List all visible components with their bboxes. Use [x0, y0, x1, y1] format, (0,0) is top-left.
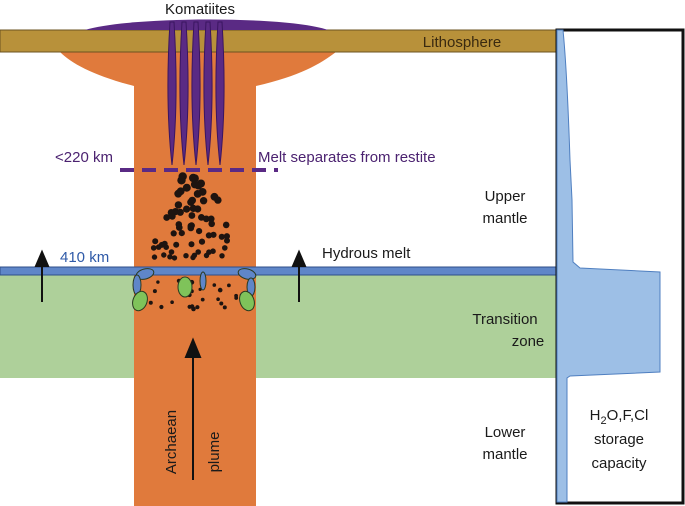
storage-label: storage: [594, 431, 644, 448]
transition-zone-band: [0, 275, 557, 378]
capacity-label: capacity: [591, 455, 647, 472]
melt-droplet: [163, 214, 171, 221]
melt-droplet: [174, 189, 183, 198]
melt-droplet: [234, 296, 239, 300]
melt-droplet: [163, 244, 169, 250]
melt-droplet: [217, 287, 223, 293]
melt-droplet: [148, 300, 153, 305]
melt-droplet: [188, 196, 196, 205]
melt-droplet: [183, 205, 191, 213]
melt-droplet: [207, 215, 215, 223]
melt-droplet: [161, 252, 167, 258]
melt-droplet: [177, 176, 186, 185]
melt-droplet: [168, 249, 175, 255]
melt-droplet: [218, 233, 225, 240]
melt-droplet: [176, 208, 184, 216]
melt-droplet: [224, 237, 230, 244]
melt-droplet: [219, 253, 225, 259]
melt-droplet: [223, 233, 230, 240]
melt-droplet: [188, 241, 195, 248]
melt-droplet: [173, 241, 180, 248]
melt-droplet: [156, 280, 160, 284]
upper-mantle-label-1: Upper: [485, 188, 526, 205]
melt-separates-label: Melt separates from restite: [258, 149, 436, 166]
melt-droplet: [183, 253, 189, 259]
lower-mantle-label-2: mantle: [482, 446, 527, 463]
melt-droplet: [200, 297, 205, 302]
storage-capacity-curve: [556, 29, 661, 503]
melt-droplet: [152, 238, 159, 245]
melt-droplet: [171, 255, 178, 261]
melt-droplet: [212, 283, 217, 287]
melt-droplet: [199, 197, 208, 205]
melt-droplet: [182, 183, 191, 192]
archaean-label: Archaean: [163, 410, 180, 474]
upper-mantle-label-2: mantle: [482, 210, 527, 227]
melt-droplet: [174, 201, 183, 209]
melt-droplet: [189, 204, 197, 212]
plume-label: plume: [206, 432, 223, 473]
transition-zone-label-2: zone: [512, 333, 545, 350]
melt-droplet: [188, 222, 195, 229]
melt-droplet: [178, 230, 185, 237]
melt-droplet: [151, 254, 158, 260]
melt-droplet: [155, 244, 162, 250]
feeder-dykes: [167, 21, 225, 166]
melt-droplet: [195, 249, 201, 255]
melt-droplet: [189, 173, 198, 183]
mineral-grains: [132, 268, 257, 312]
melt-droplet: [196, 228, 203, 235]
melt-droplet: [210, 231, 217, 238]
melt-droplet: [176, 224, 183, 231]
plume-column: [134, 85, 256, 506]
melt-droplet: [202, 215, 210, 223]
melt-droplet: [168, 212, 176, 220]
melt-droplet: [190, 254, 196, 261]
komatiites-label: Komatiites: [165, 1, 235, 18]
lower-mantle-label-1: Lower: [485, 424, 526, 441]
melt-droplet: [167, 254, 173, 260]
melt-droplet: [205, 232, 212, 239]
melt-droplet: [219, 301, 224, 306]
upward-arrows: [34, 249, 307, 480]
storage-formula-label: H2O,F,Cl: [590, 407, 649, 427]
melt-droplet: [170, 300, 174, 305]
melt-droplet: [193, 190, 202, 198]
melt-droplet: [222, 245, 228, 251]
depth-220-label: <220 km: [55, 149, 113, 166]
melt-droplet: [227, 283, 231, 288]
hydrous-melt-layer: [0, 266, 558, 276]
hydrous-melt-label: Hydrous melt: [322, 245, 411, 262]
melt-droplet: [150, 245, 157, 251]
melt-droplet: [203, 252, 210, 259]
melt-droplet: [222, 221, 230, 229]
melt-droplet: [222, 305, 227, 310]
melt-droplet: [216, 297, 220, 302]
transition-zone-label-1: Transition: [472, 311, 537, 328]
melt-droplet: [188, 212, 196, 219]
melt-droplet: [195, 305, 200, 310]
melt-droplet: [214, 196, 222, 204]
melt-droplet: [199, 238, 206, 245]
depth-410-label: 410 km: [60, 249, 109, 266]
melt-droplet: [197, 179, 205, 188]
melt-droplet: [159, 304, 164, 310]
melt-droplet: [208, 220, 215, 228]
melt-droplet: [187, 304, 192, 309]
lithosphere-label: Lithosphere: [423, 34, 501, 51]
melt-droplet: [152, 289, 157, 294]
melt-droplet: [170, 230, 177, 237]
melt-droplet: [190, 180, 199, 189]
